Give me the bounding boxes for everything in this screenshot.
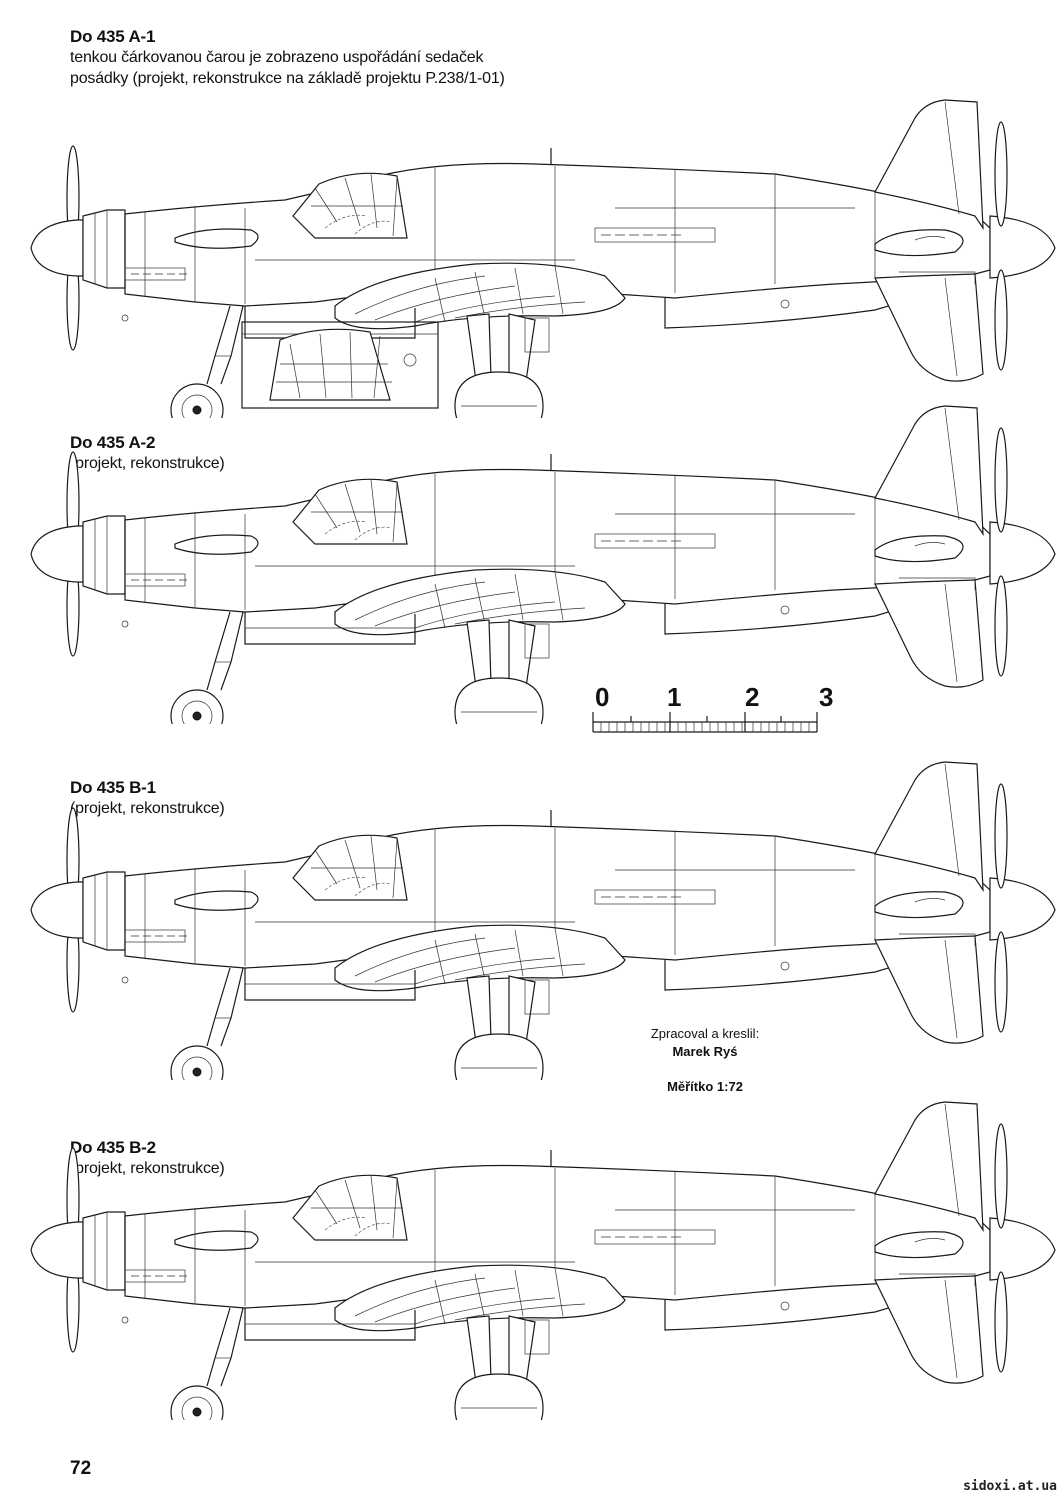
variant-title: Do 435 A-2: [70, 433, 156, 452]
scale-label-2: 2: [745, 682, 760, 712]
variant-description: tenkou čárkovanou čarou je zobrazeno usp…: [70, 49, 484, 66]
variant-description: posádky (projekt, rekonstrukce na základ…: [70, 70, 505, 87]
author-credit: Zpracoval a kreslil: Marek Ryś: [620, 1025, 790, 1061]
scale-label-1: 1: [667, 682, 682, 712]
variant-title: Do 435 B-1: [70, 778, 156, 797]
credit-label: Zpracoval a kreslil:: [650, 1026, 760, 1041]
scale-label-3: 3: [819, 682, 834, 712]
aircraft-drawing-b1: [15, 750, 1060, 1080]
caption-do435-b1: Do 435 B-1 (projekt, rekonstrukce): [70, 777, 225, 819]
author-name: Marek Ryś: [672, 1044, 738, 1059]
watermark: sidoxi.at.ua: [963, 1479, 1057, 1494]
cockpit-inset-detail: [241, 321, 439, 409]
scale-ruler: [592, 712, 818, 733]
variant-description: (projekt, rekonstrukce): [70, 455, 225, 472]
scale-bar: 0 1 2 3: [585, 682, 835, 742]
caption-do435-a1: Do 435 A-1 tenkou čárkovanou čarou je zo…: [70, 26, 505, 89]
variant-description: (projekt, rekonstrukce): [70, 800, 225, 817]
aircraft-drawing-a2: [15, 394, 1060, 724]
page-number: 72: [70, 1458, 92, 1479]
aircraft-drawing-b2: [15, 1090, 1060, 1420]
aircraft-drawing-a1: [15, 88, 1060, 418]
variant-title: Do 435 B-2: [70, 1138, 156, 1157]
variant-description: (projekt, rekonstrukce): [70, 1160, 225, 1177]
scale-ratio: Měřítko 1:72: [667, 1079, 743, 1094]
caption-do435-a2: Do 435 A-2 (projekt, rekonstrukce): [70, 432, 225, 474]
scale-label-0: 0: [595, 682, 610, 712]
variant-title: Do 435 A-1: [70, 27, 156, 46]
caption-do435-b2: Do 435 B-2 (projekt, rekonstrukce): [70, 1137, 225, 1179]
